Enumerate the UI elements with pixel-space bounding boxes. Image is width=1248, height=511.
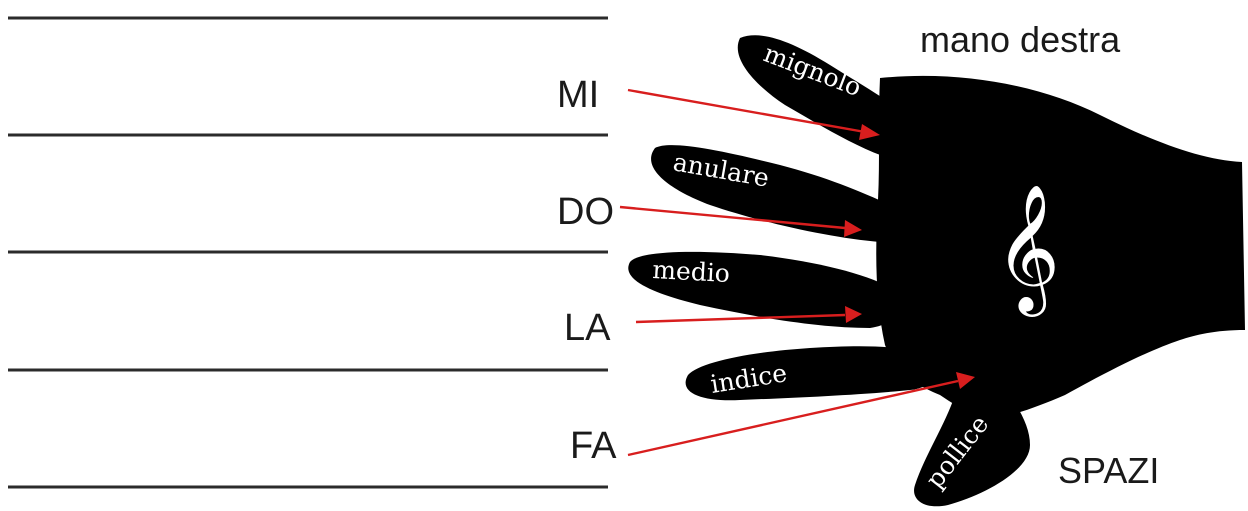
note-labels: MI DO LA FA: [557, 74, 617, 467]
finger-label-medio: medio: [652, 255, 731, 288]
note-label-do: DO: [557, 191, 614, 233]
diagram-subtitle: SPAZI: [1058, 450, 1159, 491]
diagram-title: mano destra: [920, 19, 1121, 60]
treble-clef-icon: 𝄞: [995, 183, 1060, 317]
arrow-la: [635, 306, 862, 324]
staff: [8, 16, 608, 489]
hand-silhouette: [628, 35, 1245, 507]
note-label-la: LA: [564, 307, 611, 349]
arrow-mi: [627, 88, 880, 140]
arrow-fa: [627, 372, 975, 457]
note-arrows: [619, 88, 975, 457]
arrow-do: [619, 205, 862, 237]
note-label-fa: FA: [570, 425, 617, 467]
note-label-mi: MI: [557, 74, 599, 116]
